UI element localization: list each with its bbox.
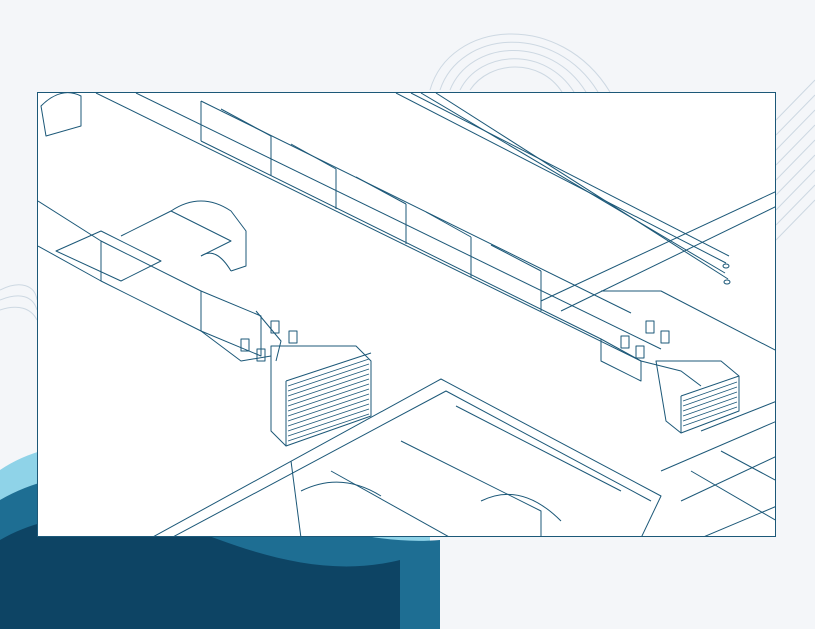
floor-plan-walls bbox=[153, 191, 775, 536]
hvac-isometric-drawing bbox=[38, 93, 775, 536]
damper-actuator-icon bbox=[240, 320, 298, 362]
decor-arcs-right bbox=[775, 79, 815, 241]
air-grille-left bbox=[270, 345, 372, 447]
wave-dark bbox=[0, 515, 400, 629]
supply-duct-left bbox=[38, 93, 282, 362]
drawing-panel bbox=[37, 92, 776, 537]
refrigerant-pipes bbox=[395, 93, 731, 285]
decor-arcs-left bbox=[0, 284, 38, 321]
supply-duct-right bbox=[600, 320, 740, 434]
decor-arcs-top bbox=[429, 33, 611, 93]
main-trunk-duct bbox=[95, 93, 662, 362]
